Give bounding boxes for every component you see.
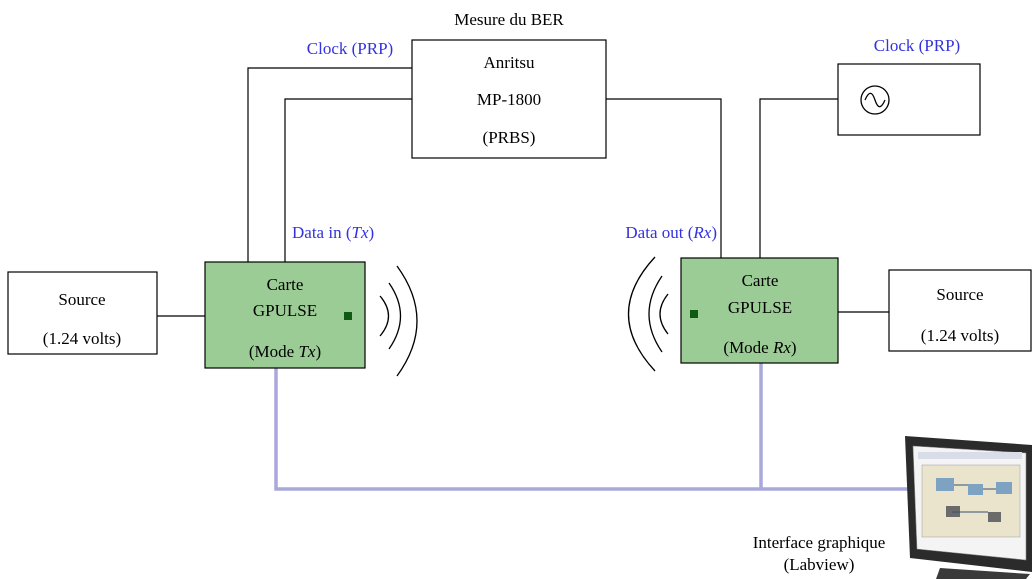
anritsu-model: MP-1800 xyxy=(477,90,541,109)
sine-wave-icon xyxy=(860,85,890,115)
anritsu-mode: (PRBS) xyxy=(483,128,536,147)
source-left-box: Source (1.24 volts) xyxy=(7,271,158,355)
data-in-wire xyxy=(284,98,412,262)
card-rx-mode: (Mode Rx) xyxy=(723,338,796,357)
source-right-box: Source (1.24 volts) xyxy=(888,269,1032,352)
monitor-icon xyxy=(905,436,1032,579)
diagram-title: Mesure du BER xyxy=(454,10,564,29)
card-rx-title: Carte xyxy=(742,271,779,290)
source-left-title: Source xyxy=(58,290,105,309)
card-tx-mode: (Mode Tx) xyxy=(249,342,321,361)
interface-title: Interface graphique xyxy=(753,533,886,552)
data-out-label: Data out (Rx) xyxy=(625,223,717,242)
card-tx-name: GPULSE xyxy=(253,301,317,320)
clock-rx-wire xyxy=(759,98,838,258)
anritsu-box: Anritsu MP-1800 (PRBS) xyxy=(411,39,607,159)
data-in-label: Data in (Tx) xyxy=(292,223,374,242)
source-left-voltage: (1.24 volts) xyxy=(43,329,121,348)
clock-tx-wire xyxy=(247,67,412,262)
card-rx-name: GPULSE xyxy=(728,298,792,317)
card-tx-title: Carte xyxy=(267,275,304,294)
labview-link-tx xyxy=(274,368,918,491)
clock-rx-label: Clock (PRP) xyxy=(874,36,960,55)
anritsu-name: Anritsu xyxy=(484,53,536,72)
card-tx: Carte GPULSE (Mode Tx) xyxy=(204,261,366,369)
card-tx-led xyxy=(344,312,352,320)
data-out-wire xyxy=(606,98,722,258)
source-right-voltage: (1.24 volts) xyxy=(921,326,999,345)
card-rx: Carte GPULSE (Mode Rx) xyxy=(680,257,839,364)
antenna-wave-icon xyxy=(379,265,418,377)
card-rx-led xyxy=(690,310,698,318)
clock-tx-label: Clock (PRP) xyxy=(307,39,393,58)
interface-subtitle: (Labview) xyxy=(784,555,855,574)
antenna-wave-icon xyxy=(627,256,669,372)
clock-generator-box xyxy=(837,63,981,136)
source-right-title: Source xyxy=(936,285,983,304)
